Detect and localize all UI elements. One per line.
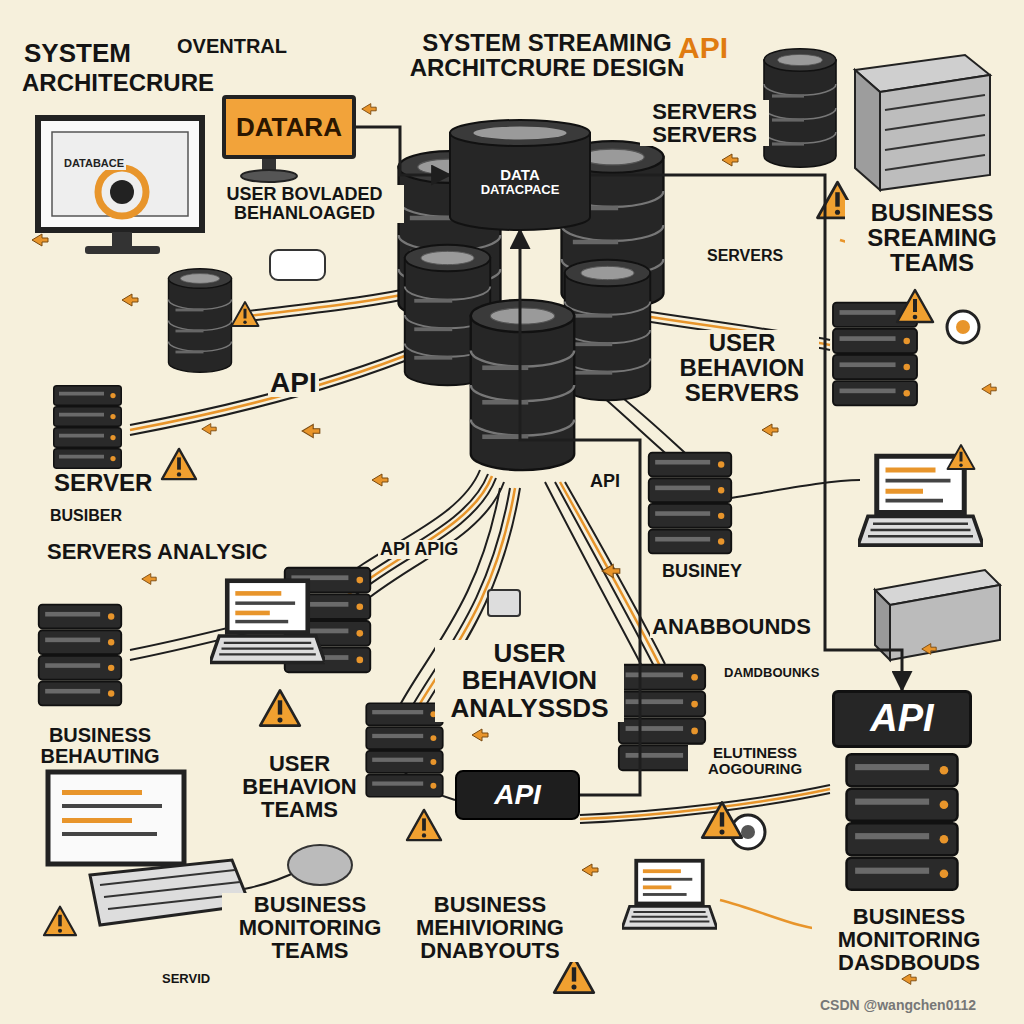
node-text: DATACPACE [481,183,560,197]
cylinder-top [450,120,590,146]
label: BUSIBER [48,508,124,525]
label: BUSINESS MEHIVIORING DNABYOUTS [398,893,582,962]
icon [270,250,979,885]
label: ELUTINESS AOGOURING [688,745,822,777]
label: SERVERS ANALYSIC [45,540,269,563]
label: SYSTEM [22,40,133,67]
title: SYSTEM STREAMING ARCHITCRURE DESIGN [385,30,709,80]
monitor-screen: DATARA [222,95,356,159]
server-stack [39,303,958,890]
label: SERVER [52,470,154,495]
label: BUSINESS MONITORING TEAMS [222,893,398,962]
label: USER BEHAVION ANALYSSDS [435,640,624,722]
label: SERVERS [705,248,785,265]
storage-box [875,570,1000,660]
label: OVENTRAL [175,36,289,57]
api-chip: API [455,770,580,820]
connector [356,127,450,175]
node-text: DATA [500,167,539,184]
node-text: API [494,780,541,811]
label: USER BEHAVION SERVERS [665,330,819,406]
label: API [588,472,622,491]
label: SERVID [160,972,212,986]
label: DAMDBOUNKS [722,666,821,680]
label: USER BEHAVION TEAMS [240,752,359,821]
database-cluster [169,49,837,470]
label: USER BOVLADED BEHANLOAGED [205,185,404,223]
api-server: API [832,690,972,748]
database-cylinder: DATADATACPACE [450,120,590,230]
cylinder-grill [473,127,566,140]
label: BUSINESS SREAMING TEAMS [845,200,1019,276]
server-rack [855,55,990,190]
node-text: DATARA [236,113,342,142]
label: BUSINEY [660,562,744,581]
wire-bundle [130,285,860,893]
warning-sign [44,182,975,992]
laptop [210,456,983,928]
label: ANABBOUNDS [650,615,813,638]
label: BUSINESS BEHAUTING [28,725,172,767]
label: API [268,368,319,397]
node-text: API [870,698,933,740]
desktop [48,772,250,925]
label: DATABACE [62,158,126,170]
label: API [676,32,730,64]
label: BUSINESS MONITORING DASDBOUDS [812,905,1006,974]
cylinder-body [450,133,590,230]
label: API APIG [378,540,460,559]
label: CSDN @wangchen0112 [818,998,978,1013]
orange-wire [130,240,930,930]
label: ARCHITECRURE [20,70,216,95]
label: SERVERS SERVERS [640,100,769,146]
